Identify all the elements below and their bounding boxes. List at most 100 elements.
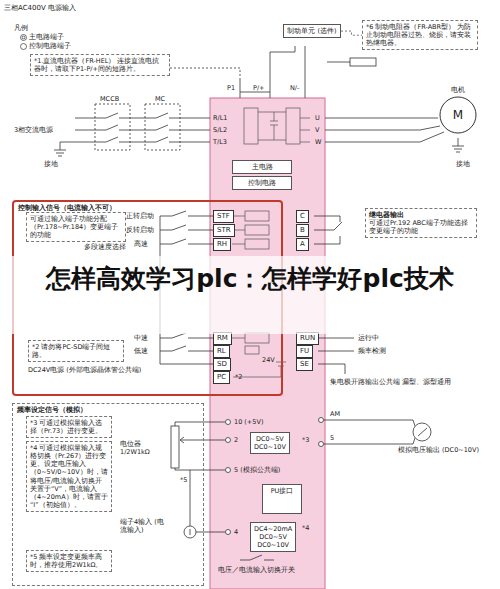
power-circuit-sketch: [274, 112, 275, 121]
input-switch-wire: [172, 239, 186, 244]
legend-symbol: [20, 34, 27, 41]
breaker-symbol: [156, 113, 168, 118]
terminal-name: RUN: [300, 334, 315, 343]
photocoupler-sketch: [245, 225, 269, 235]
frequency-input-wire: [190, 529, 191, 535]
frequency-input-wire: [171, 426, 179, 468]
label-text: MCCB: [100, 95, 119, 103]
label-text: 正转启动: [126, 212, 154, 220]
input-switch-wire: [188, 216, 213, 217]
motor-wire: [325, 132, 444, 142]
label-text: *4: [302, 524, 309, 532]
input-switch-wire: [160, 338, 172, 339]
node-text: DC0~10V: [254, 443, 286, 451]
label-text: 反转启动: [126, 226, 154, 234]
analog-output-wire: [319, 442, 324, 447]
input-switch-wire: [172, 225, 186, 230]
photocoupler-sketch: [232, 216, 245, 217]
mains-wire: [60, 142, 61, 150]
label-text: DC24V电源 (外部电源晶体管公共端): [28, 366, 153, 374]
node-text: *4 可通过模拟量输入规格切换（Pr.267）进行变更。设定电压输入（0~5V/…: [30, 444, 108, 509]
legend-item: 控制电路端子: [20, 42, 71, 50]
label-text: 高速: [134, 240, 148, 248]
photocoupler-sketch: [245, 346, 259, 354]
note-box: 可通过输入端子功能分配（Pr.178~Pr.184）变更端子的功能: [26, 212, 126, 242]
analog-output-wire: [319, 418, 324, 423]
frequency-input-wire: [226, 468, 231, 473]
input-switch-wire: [172, 346, 186, 351]
frequency-setting-frame: 频率设定信号（模拟）*3 可通过模拟量输入选择（Pr.73）进行变更。*4 可通…: [12, 403, 204, 586]
terminal-box: A: [296, 238, 309, 251]
terminal-name: RH: [217, 240, 227, 249]
note-box: *4 可通过模拟量输入规格切换（Pr.267）进行变更。设定电压输入（0~5V/…: [26, 441, 112, 512]
breaker-symbol: [106, 137, 118, 142]
breaker-symbol: [106, 113, 118, 118]
dc-bus-wire: [170, 46, 376, 98]
label-text: W: [315, 138, 321, 146]
input-switch-wire: [160, 230, 172, 231]
terminal-box: STR: [213, 224, 235, 237]
relay-contact: [314, 216, 340, 217]
label-text: 中速: [134, 334, 148, 342]
open-collector-wire: [318, 338, 354, 374]
node-text: 制动单元 (选件): [287, 27, 337, 35]
power-circuit-sketch: [258, 140, 286, 141]
label-text: 三相AC400V 电源输入: [4, 4, 76, 13]
node-text: PU接口: [266, 487, 298, 495]
terminal-box: C: [296, 210, 309, 223]
photocoupler-sketch: [232, 338, 245, 339]
frequency-input-wire: [184, 526, 196, 538]
terminal-box: PC: [213, 371, 230, 384]
terminal-name: SE: [300, 360, 309, 369]
relay-contact: [314, 244, 340, 245]
motor-wire: [325, 118, 444, 142]
motor-symbol: 电机M: [436, 86, 480, 135]
power-circuit-sketch: [300, 118, 310, 119]
frequency-input-wire: [190, 470, 191, 526]
label-text: P/+: [253, 84, 265, 92]
node-text: 控制电路: [236, 179, 288, 187]
node-text: *5 频率设定变更频率高时，推荐使用2W1kΩ。: [30, 553, 108, 569]
label-box: 控制电路: [232, 176, 292, 190]
power-circuit-sketch: [258, 112, 286, 113]
node-text: DC0~10V: [254, 541, 292, 549]
breaker-symbol: [156, 137, 168, 142]
power-circuit-sketch: [300, 130, 310, 131]
terminal-name: C: [300, 212, 305, 221]
terminal-box: RH: [213, 238, 231, 251]
terminal-box: RL: [213, 345, 230, 358]
motor-caption: 电机: [436, 86, 480, 94]
power-circuit-sketch: [244, 108, 310, 144]
label-text: AM: [330, 410, 340, 418]
terminal-name: B: [300, 226, 305, 235]
terminal-name: A: [300, 240, 305, 249]
relay-contact: [340, 236, 341, 244]
ground-symbol: [458, 138, 459, 146]
label-box: 制动单元 (选件): [283, 24, 341, 38]
frequency-input-wire: [196, 532, 225, 533]
motor-letter: M: [438, 95, 478, 135]
legend-text: 控制电路端子: [29, 42, 71, 50]
node-text: 主电路: [236, 163, 288, 171]
breaker-symbol: [95, 104, 180, 150]
relay-contact: [334, 222, 342, 230]
input-switch-wire: [160, 216, 172, 217]
terminal-name: STF: [217, 212, 230, 221]
analog-output-wire: [324, 438, 415, 444]
analog-output-wire: [324, 420, 415, 426]
label-text: U: [315, 114, 320, 122]
label-text: V: [315, 126, 319, 134]
photocoupler-sketch: [245, 239, 269, 249]
motor-wire: [325, 126, 440, 130]
breaker-symbol: [106, 125, 118, 130]
label-text: 凡例: [14, 24, 28, 32]
frequency-input-wire: [226, 438, 231, 443]
analog-output-wire: [413, 423, 431, 441]
node-text: DC0~5V: [254, 435, 286, 443]
inverter-body: [210, 98, 325, 589]
node-text: *6 制动电阻器（FR-ABR型） 为防止制动电阻器过热、烧损，请安装热继电器。: [366, 23, 474, 47]
frequency-input-wire: [226, 420, 231, 425]
input-switch-wire: [188, 244, 213, 245]
label-text: S/L2: [213, 126, 227, 134]
label-text: 集电极开路输出公共端 漏型、源型通用: [330, 378, 480, 386]
